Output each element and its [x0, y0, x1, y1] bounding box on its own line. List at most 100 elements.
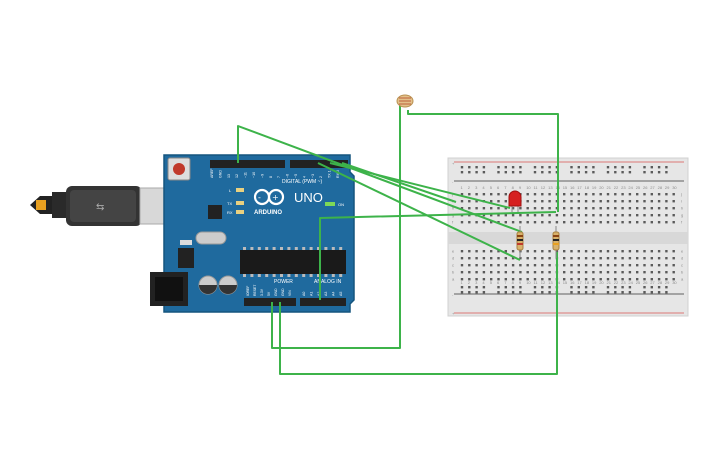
pin-label: GND [218, 170, 222, 178]
pin-label: IOREF [246, 286, 250, 296]
model-label: UNO [294, 190, 323, 205]
column-number: 21 [607, 185, 612, 190]
pin-label: RX 0 [336, 170, 340, 178]
wires[interactable] [237, 103, 559, 375]
column-number: 5 [490, 185, 493, 190]
row-label: e [681, 249, 684, 254]
crystal [195, 231, 227, 245]
wire-gnd[interactable] [237, 125, 523, 233]
svg-text:+: + [272, 193, 279, 202]
pin-label: 2 [319, 176, 323, 178]
pin-label: ~3 [311, 174, 315, 178]
pin-label: TX 1 [328, 170, 332, 178]
column-number: 15 [563, 280, 568, 285]
pin-label: A5 [339, 292, 343, 296]
brand-label: ARDUINO [254, 210, 282, 216]
wire-5v[interactable] [271, 103, 401, 349]
wire-pin-13[interactable] [317, 162, 521, 261]
pin-label: ~9 [260, 174, 264, 178]
pin-label: A3 [324, 292, 328, 296]
column-number: 25 [636, 280, 641, 285]
svg-text:-: - [258, 193, 261, 202]
column-number: 20 [599, 185, 604, 190]
column-number: 19 [592, 280, 597, 285]
row-label: f [681, 220, 683, 225]
usb-cable-icon[interactable]: ⇆ [30, 186, 173, 226]
column-number: 26 [643, 280, 648, 285]
column-number: 2 [468, 280, 471, 285]
digital-label: DIGITAL (PWM ~) [282, 179, 322, 185]
pin-label: ~11 [244, 172, 248, 178]
rail-plus-label: + [452, 311, 455, 316]
wire-pin-10[interactable] [329, 162, 511, 209]
resistor-icon[interactable] [516, 226, 524, 258]
wire-analog-a0[interactable] [319, 211, 557, 300]
pin-label: AREF [210, 168, 214, 178]
on-label: ON [338, 202, 344, 207]
pin-label: A4 [332, 292, 336, 296]
column-number: 28 [658, 280, 663, 285]
power-label: POWER [274, 279, 293, 285]
column-number: 29 [665, 185, 670, 190]
pin-label: 8 [269, 176, 273, 178]
column-number: 19 [592, 185, 597, 190]
pin-label: 3.3V [260, 288, 264, 296]
reset-button[interactable] [167, 157, 191, 181]
column-number: 9 [519, 280, 522, 285]
pin-label: 7 [277, 176, 281, 178]
led-label-rx: RX [227, 210, 233, 215]
analog-header [300, 298, 346, 306]
row-label: c [681, 263, 683, 268]
column-number: 10 [526, 185, 531, 190]
column-number: 20 [599, 280, 604, 285]
column-number: 22 [614, 185, 619, 190]
column-number: 28 [658, 185, 663, 190]
pin-label: 13 [227, 174, 231, 178]
row-label: a [452, 277, 455, 282]
pin-label: A1 [309, 292, 313, 296]
column-number: 1 [461, 185, 464, 190]
column-number: 11 [534, 185, 539, 190]
column-number: 26 [643, 185, 648, 190]
column-number: 8 [512, 280, 515, 285]
column-number: 7 [504, 280, 507, 285]
column-number: 23 [621, 185, 626, 190]
column-number: 16 [570, 280, 575, 285]
pin-label: GND [281, 288, 285, 296]
column-number: 24 [628, 185, 633, 190]
row-label: b [681, 270, 684, 275]
rail-minus-label: - [452, 179, 454, 184]
column-number: 6 [497, 185, 500, 190]
column-number: 21 [607, 280, 612, 285]
photoresistor-icon[interactable] [396, 94, 414, 108]
pin-label: 12 [235, 174, 239, 178]
row-label: d [452, 256, 454, 261]
led-icon[interactable] [508, 190, 522, 212]
wire-photoresistor[interactable] [407, 110, 559, 212]
pin-label: A2 [317, 292, 321, 296]
wire-gnd-bottom[interactable] [279, 252, 558, 375]
column-number: 13 [548, 185, 553, 190]
pin-label: 5V [267, 291, 271, 296]
resistor-icon[interactable] [552, 226, 560, 258]
row-label: f [452, 220, 454, 225]
column-number: 14 [555, 280, 560, 285]
column-number: 12 [541, 185, 546, 190]
column-number: 29 [665, 280, 670, 285]
row-label: c [452, 263, 454, 268]
column-number: 3 [475, 280, 478, 285]
column-number: 27 [650, 280, 655, 285]
column-number: 22 [614, 280, 619, 285]
column-number: 4 [482, 185, 485, 190]
row-label: a [681, 277, 684, 282]
arduino-logo-icon: - + [253, 188, 285, 206]
arduino-board[interactable]: - + ARDUINO UNO DIGITAL (PWM ~) POWER AN… [150, 154, 355, 313]
column-number: 16 [570, 185, 575, 190]
rail-plus-label: + [452, 161, 455, 166]
row-label: b [452, 270, 455, 275]
column-number: 1 [461, 280, 464, 285]
column-number: 25 [636, 185, 641, 190]
column-number: 5 [490, 280, 493, 285]
